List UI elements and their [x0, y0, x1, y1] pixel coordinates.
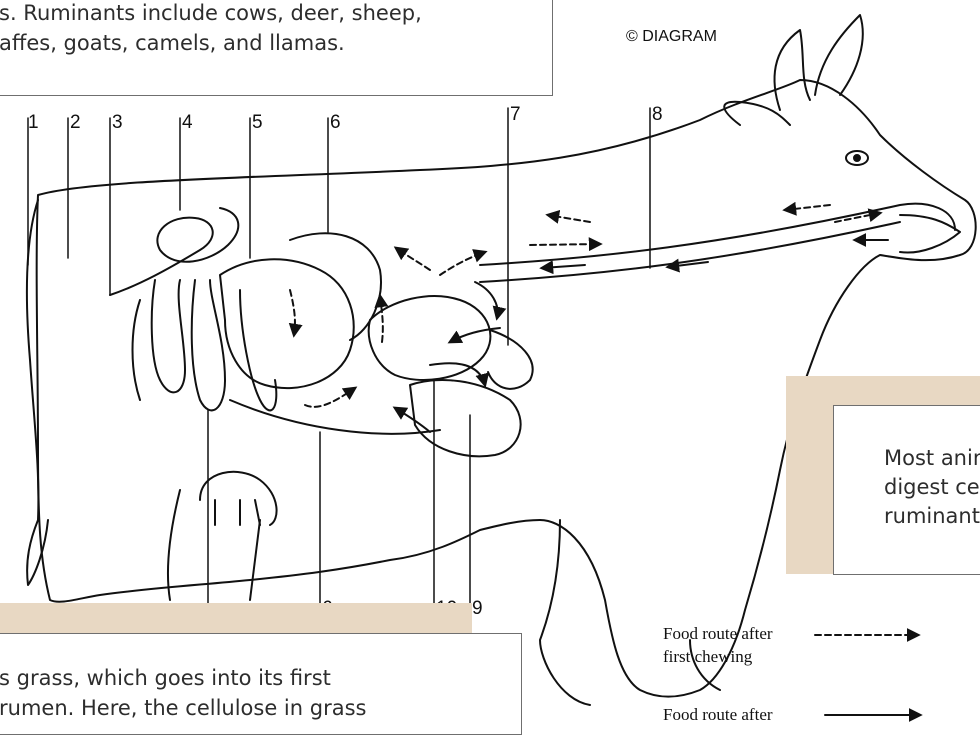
label-5: 5 [252, 112, 263, 134]
label-4: 4 [182, 112, 193, 134]
solid-arrow [542, 265, 585, 268]
intestines [110, 208, 238, 410]
abomasum [410, 380, 521, 456]
label-6-top: 6 [330, 112, 341, 134]
bottom-callout: s grass, which goes into its first rumen… [0, 633, 522, 735]
top-callout-line1: s. Ruminants include cows, deer, sheep, [0, 0, 422, 28]
right-callout-line2: digest cel [884, 473, 980, 502]
top-callout-line2: affes, goats, camels, and llamas. [0, 29, 345, 58]
label-2: 2 [70, 112, 81, 134]
copyright-text: © DIAGRAM [626, 28, 717, 46]
reticulum [290, 233, 381, 340]
dashed-arrow [530, 244, 600, 245]
dashed-arrow [305, 388, 355, 407]
dashed-arrow [785, 205, 830, 210]
solid-arrow [475, 282, 498, 318]
dashed-arrow [548, 215, 590, 222]
cow-horn-right [815, 15, 863, 95]
label-9: 9 [472, 598, 483, 620]
legend-first-chewing: Food route after first chewing [663, 622, 773, 668]
label-1: 1 [28, 112, 39, 134]
right-callout-line1: Most anin [884, 444, 980, 473]
dashed-arrow [290, 290, 295, 335]
legend-first-line2: first chewing [663, 645, 773, 668]
dashed-arrow [380, 296, 383, 342]
bottom-callout-line2: rumen. Here, the cellulose in grass [0, 694, 366, 723]
cow-udder [200, 472, 277, 525]
label-8: 8 [652, 104, 663, 126]
bottom-callout-line1: s grass, which goes into its first [0, 664, 331, 693]
top-callout: s. Ruminants include cows, deer, sheep, … [0, 0, 553, 96]
dashed-arrow [440, 252, 485, 275]
dashed-arrow [396, 248, 430, 270]
label-7: 7 [510, 104, 521, 126]
label-3: 3 [112, 112, 123, 134]
legend-first-line1: Food route after [663, 622, 773, 645]
cow-horn-left [775, 30, 810, 110]
rumen [220, 259, 354, 388]
